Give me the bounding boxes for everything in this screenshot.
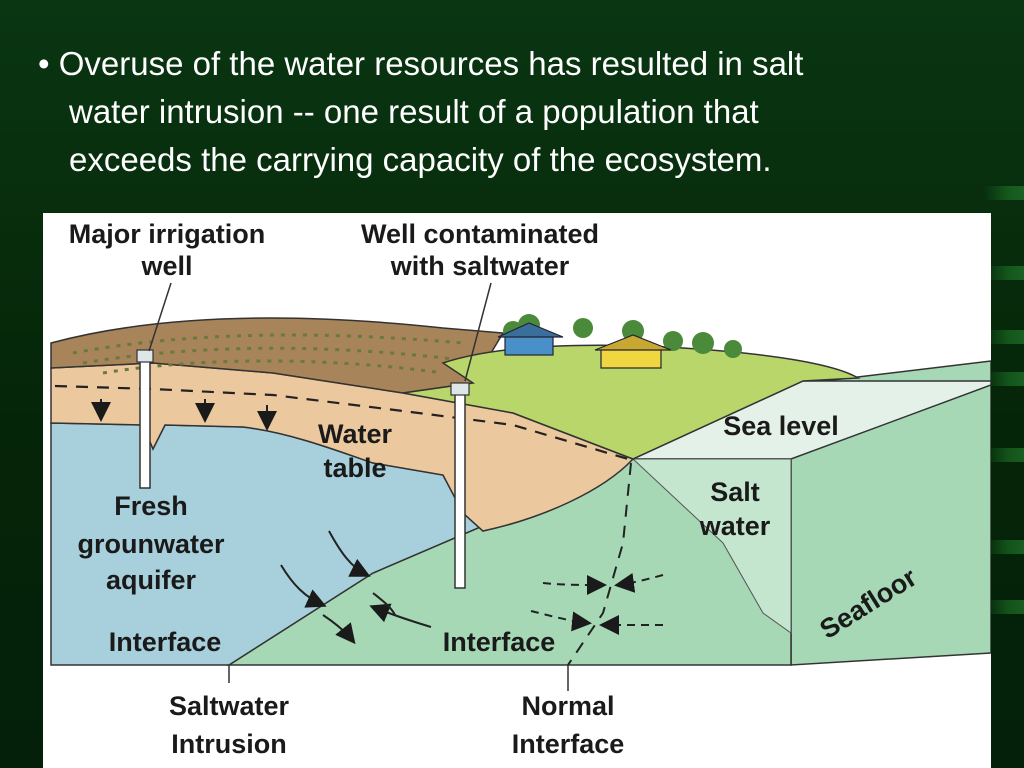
- label-water: Water: [318, 419, 393, 449]
- bullet-line-3: exceeds the carrying capacity of the eco…: [69, 141, 772, 178]
- label-saltwater: Saltwater: [169, 691, 290, 721]
- label-salt: Salt: [710, 477, 760, 507]
- bullet-line-1: • Overuse of the water resources has res…: [38, 40, 988, 88]
- bullet-line-1-text: Overuse of the water resources has resul…: [58, 45, 804, 82]
- label-well-contaminated: Well contaminated: [361, 219, 599, 249]
- diagram-svg: Major irrigation well Well contaminated …: [50, 219, 991, 759]
- bullet-text: • Overuse of the water resources has res…: [38, 40, 988, 184]
- label-table: table: [323, 453, 386, 483]
- normal-interface-line: [567, 462, 632, 666]
- saltwater-intrusion-diagram: Major irrigation well Well contaminated …: [43, 213, 991, 768]
- seafloor-slope: [631, 458, 792, 634]
- label-normal-interface: Interface: [512, 729, 625, 759]
- flow-arrows: [280, 530, 664, 645]
- label-irrigation-well: well: [140, 251, 192, 281]
- label-grounwater: grounwater: [77, 529, 225, 559]
- decor-stripe: [984, 600, 1024, 614]
- irrigation-well: [136, 349, 154, 489]
- house-yellow: [594, 334, 672, 369]
- decor-stripe: [984, 330, 1024, 344]
- label-water-salt: water: [699, 511, 771, 541]
- label-interface-left: Interface: [109, 627, 222, 657]
- decor-stripe: [984, 448, 1024, 462]
- decor-stripe: [984, 540, 1024, 554]
- bullet-symbol: •: [38, 45, 50, 82]
- label-intrusion: Intrusion: [171, 729, 287, 759]
- label-sea-level: Sea level: [723, 411, 839, 441]
- drawdown-arrows: [91, 399, 277, 431]
- house-blue: [497, 322, 564, 356]
- contaminated-well: [450, 382, 470, 589]
- label-major-irrigation: Major irrigation: [69, 219, 266, 249]
- leader-lines: [148, 282, 569, 691]
- label-normal: Normal: [521, 691, 614, 721]
- label-with-saltwater: with saltwater: [390, 251, 570, 281]
- label-aquifer: aquifer: [106, 565, 197, 595]
- label-interface-center: Interface: [443, 627, 556, 657]
- decor-stripe: [984, 266, 1024, 280]
- bullet-line-2: water intrusion -- one result of a popul…: [69, 93, 759, 130]
- water-table-line: [54, 384, 629, 461]
- decor-stripe: [984, 372, 1024, 386]
- decor-stripe: [984, 186, 1024, 200]
- label-fresh: Fresh: [114, 491, 188, 521]
